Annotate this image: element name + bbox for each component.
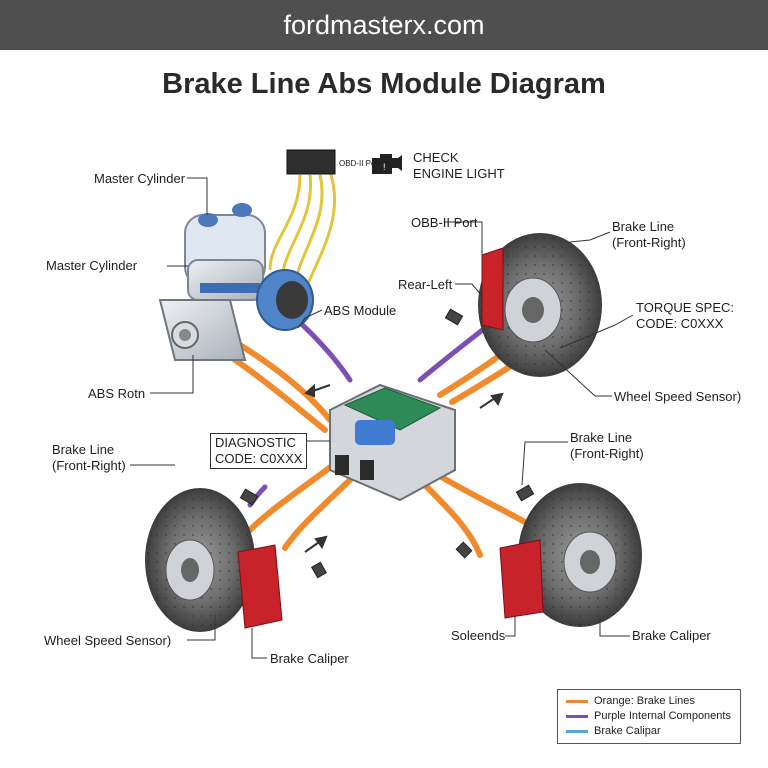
abs-module-label: ABS Module bbox=[324, 303, 397, 318]
brake-line-mc-to-module bbox=[237, 342, 333, 423]
legend-swatch-blue bbox=[566, 729, 588, 733]
brake-line-front-right-top-label: Brake Line (Front-Right) bbox=[612, 219, 686, 250]
wheel-speed-sensor-right-label: Wheel Speed Sensor) bbox=[614, 389, 742, 404]
master-cylinder-label-1: Master Cylinder bbox=[94, 171, 186, 186]
abs-module bbox=[329, 383, 456, 502]
diagnostic-code-label: DIAGNOSTIC CODE: C0XXX bbox=[210, 433, 308, 469]
brake-line-front-right-mid-label: Brake Line (Front-Right) bbox=[570, 430, 644, 461]
obd-port bbox=[286, 149, 336, 175]
check-engine-icon: ! bbox=[372, 154, 402, 174]
legend-swatch-orange bbox=[566, 699, 588, 703]
flow-arrows bbox=[304, 383, 504, 553]
torque-spec-label: TORQUE SPEC: CODE: C0XXX bbox=[636, 300, 735, 331]
obd-wiring bbox=[268, 171, 337, 291]
legend: Orange: Brake Lines Purple Internal Comp… bbox=[557, 689, 741, 744]
brake-line-to-rear-right bbox=[427, 467, 533, 528]
obb-port-label: OBB-II Port bbox=[411, 215, 478, 230]
check-engine-label: CHECK ENGINE LIGHT bbox=[413, 150, 505, 181]
abs-pump bbox=[256, 269, 314, 331]
legend-item-caliper: Brake Calipar bbox=[566, 724, 661, 738]
caliper-rear-right bbox=[499, 539, 544, 619]
disc-front-right bbox=[478, 233, 602, 377]
brake-line-front-right-left-label: Brake Line (Front-Right) bbox=[52, 442, 126, 473]
master-cylinder bbox=[158, 203, 266, 361]
brake-caliper-right-label: Brake Caliper bbox=[632, 628, 711, 643]
legend-label: Orange: Brake Lines bbox=[594, 695, 695, 707]
disc-rear-right bbox=[499, 483, 642, 627]
obd-port-small-label: OBD-II Port bbox=[339, 159, 381, 168]
legend-item-internal: Purple Internal Components bbox=[566, 709, 731, 723]
site-banner: fordmasterx.com bbox=[0, 0, 768, 50]
brake-line-mc-to-module-2 bbox=[225, 352, 328, 433]
wheel-speed-sensor-left-label: Wheel Speed Sensor) bbox=[44, 633, 172, 648]
abs-rotn-label: ABS Rotn bbox=[88, 386, 146, 401]
brake-line-to-front-left-2 bbox=[282, 467, 363, 551]
master-cylinder-label-2: Master Cylinder bbox=[46, 258, 138, 273]
rear-left-label: Rear-Left bbox=[398, 277, 453, 292]
legend-swatch-purple bbox=[566, 714, 588, 718]
svg-text:!: ! bbox=[383, 162, 386, 172]
brake-line-to-rear-right-2 bbox=[417, 477, 483, 558]
soleends-label: Soleends bbox=[451, 628, 506, 643]
brake-line-to-front-left bbox=[247, 457, 343, 533]
diagram-title: Brake Line Abs Module Diagram bbox=[162, 68, 606, 100]
disc-front-left bbox=[145, 488, 283, 632]
legend-item-brake-lines: Orange: Brake Lines bbox=[566, 694, 695, 708]
site-name: fordmasterx.com bbox=[283, 10, 485, 40]
sensor-connectors bbox=[239, 308, 535, 579]
legend-label: Brake Calipar bbox=[594, 725, 661, 737]
legend-label: Purple Internal Components bbox=[594, 710, 731, 722]
caliper-front-left bbox=[237, 544, 283, 629]
brake-caliper-left-label: Brake Caliper bbox=[270, 651, 349, 666]
leader-lines bbox=[130, 177, 634, 659]
caliper-front-right bbox=[481, 247, 504, 331]
